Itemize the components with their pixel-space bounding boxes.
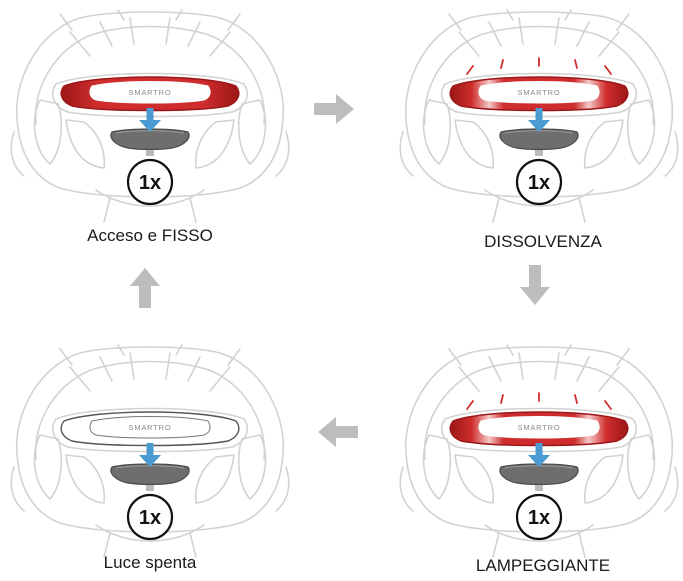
press-count-badge: 1x <box>128 160 172 204</box>
press-count-badge: 1x <box>517 495 561 539</box>
press-arrow-icon <box>528 108 550 132</box>
press-count-label: 1x <box>528 172 550 194</box>
helmet-panel-acceso: SMARTRO 1x <box>0 0 300 225</box>
flow-arrow-shape <box>518 265 552 305</box>
caption-dissolvenza: DISSOLVENZA <box>443 232 643 252</box>
arrow-down-icon <box>518 265 552 305</box>
brand-label: SMARTRO <box>518 88 561 97</box>
helmet-illustration: SMARTRO 1x <box>0 0 300 225</box>
press-arrow-icon <box>139 108 161 132</box>
press-count-badge: 1x <box>517 160 561 204</box>
flow-arrow-shape <box>318 415 358 449</box>
brand-label: SMARTRO <box>129 88 172 97</box>
caption-acceso: Acceso e FISSO <box>50 226 250 246</box>
flow-arrow-shape <box>128 268 162 308</box>
press-count-label: 1x <box>139 507 161 529</box>
helmet-panel-spenta: SMARTRO 1x <box>0 335 300 560</box>
light-rays <box>467 393 611 409</box>
caption-spenta: Luce spenta <box>50 553 250 573</box>
press-arrow-icon <box>528 443 550 467</box>
arrow-right-icon <box>314 92 354 126</box>
helmet-panel-lampeggiante: SMARTRO 1x <box>389 335 683 560</box>
press-arrow-icon <box>139 443 161 467</box>
press-count-label: 1x <box>528 507 550 529</box>
caption-lampeggiante: LAMPEGGIANTE <box>443 556 643 576</box>
helmet-panel-dissolvenza: SMARTRO 1x <box>389 0 683 225</box>
helmet-illustration: SMARTRO 1x <box>389 0 683 225</box>
helmet-illustration: SMARTRO 1x <box>389 335 683 560</box>
brand-label: SMARTRO <box>518 423 561 432</box>
arrow-left-icon <box>318 415 358 449</box>
light-rays <box>467 58 611 74</box>
helmet-illustration: SMARTRO 1x <box>0 335 300 560</box>
arrow-up-icon <box>128 268 162 308</box>
press-count-badge: 1x <box>128 495 172 539</box>
brand-label: SMARTRO <box>129 423 172 432</box>
flow-arrow-shape <box>314 92 354 126</box>
press-count-label: 1x <box>139 172 161 194</box>
